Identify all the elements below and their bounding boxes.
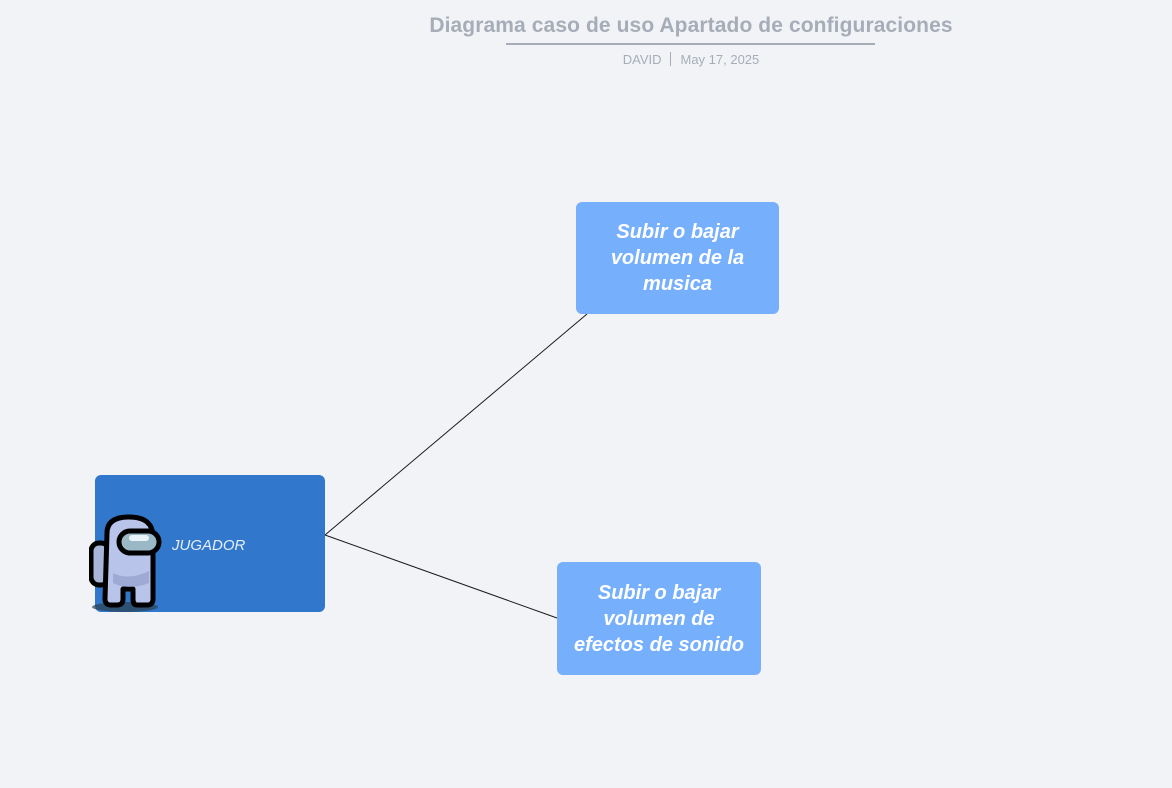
meta-divider	[670, 52, 672, 66]
page-meta: DAVID May 17, 2025	[0, 52, 1172, 67]
date-label: May 17, 2025	[680, 52, 760, 67]
page-title: Diagrama caso de uso Apartado de configu…	[429, 14, 953, 37]
usecase-volumen-efectos[interactable]: Subir o bajar volumen de efectos de soni…	[557, 562, 761, 675]
author-label: DAVID	[622, 52, 662, 67]
connector-actor-to-usecase-1[interactable]	[324, 313, 588, 536]
crewmate-icon	[89, 514, 162, 612]
title-underline	[506, 43, 875, 45]
usecase-volumen-musica[interactable]: Subir o bajar volumen de la musica	[576, 202, 779, 314]
connector-actor-to-usecase-2[interactable]	[324, 534, 558, 619]
actor-jugador[interactable]: JUGADOR	[89, 475, 325, 612]
actor-label: JUGADOR	[172, 537, 246, 554]
